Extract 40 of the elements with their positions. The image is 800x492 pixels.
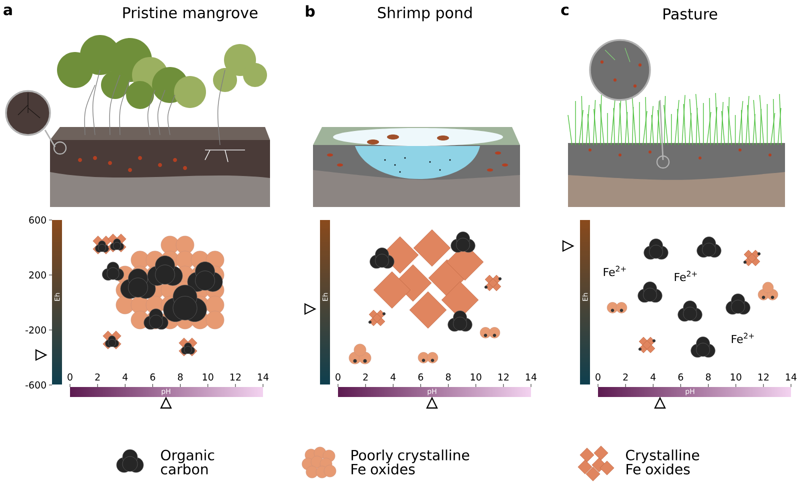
axis-tick-label: 2 xyxy=(95,373,100,380)
axis-tick-label: 4 xyxy=(650,374,656,380)
legend-text: Organic carbon xyxy=(161,450,214,474)
axis-tick-label: 14 xyxy=(786,374,796,380)
axis-tick-label: 0 xyxy=(596,373,600,381)
axis-tick-label: 12 xyxy=(758,373,769,380)
panel-letter: c xyxy=(561,6,568,16)
panel-letter: a xyxy=(4,6,12,16)
legend-text: Crystalline Fe oxides xyxy=(626,450,700,474)
axis-tick-label: 6 xyxy=(150,373,156,381)
panel-title: Pasture xyxy=(664,8,718,20)
axis-tick-label: 8 xyxy=(178,373,183,381)
axis-tick-label: 2 xyxy=(363,373,368,380)
panel-title: Pristine mangrove xyxy=(123,6,258,22)
panel-title: Shrimp pond xyxy=(378,6,472,22)
axis-tick-label: 14 xyxy=(526,374,536,380)
axis-tick-label: 10 xyxy=(470,373,482,381)
axis-tick-label: 14 xyxy=(258,374,268,380)
axis-tick-label: -200 xyxy=(26,326,46,334)
axis-tick-label: 8 xyxy=(446,373,451,381)
ion-label: Fe$^{2+}$ xyxy=(604,266,626,276)
axis-tick-label: 4 xyxy=(122,374,128,380)
legend-text: Poorly crystalline Fe oxides xyxy=(352,450,470,474)
axis-tick-label: 10 xyxy=(730,373,742,381)
axis-tick-label: 4 xyxy=(390,374,396,380)
axis-tick-label: 6 xyxy=(418,373,424,381)
axis-tick-label: 600 xyxy=(29,216,46,224)
axis-tick-label: 10 xyxy=(202,373,214,381)
ion-label: Fe$^{2+}$ xyxy=(732,332,754,344)
ion-label: Fe$^{2+}$ xyxy=(674,270,697,282)
axis-tick-label: -600 xyxy=(26,381,46,389)
axis-tick-label: 8 xyxy=(706,373,711,381)
panel-letter: b xyxy=(306,5,315,17)
axis-tick-label: 2 xyxy=(623,373,628,380)
axis-tick-label: 0 xyxy=(336,373,340,381)
axis-tick-label: 12 xyxy=(230,373,241,380)
axis-tick-label: 12 xyxy=(498,373,509,380)
axis-tick-label: 6 xyxy=(678,373,684,381)
axis-tick-label: 200 xyxy=(29,271,46,279)
axis-tick-label: 0 xyxy=(68,373,72,381)
